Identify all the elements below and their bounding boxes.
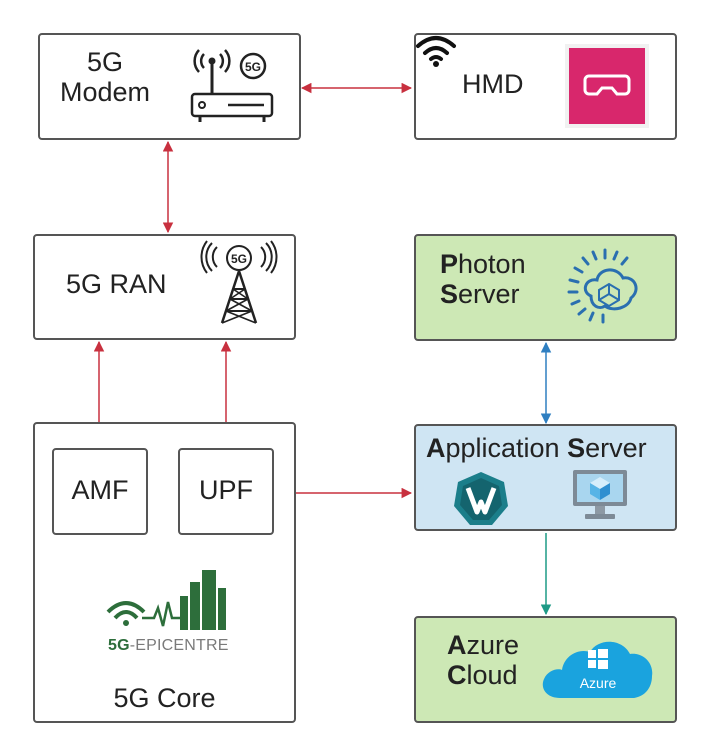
cell-tower-icon: 5G	[200, 240, 278, 324]
modem-5g-badge-text: 5G	[245, 60, 261, 74]
epicentre-logo-text: 5G-EPICENTRE	[108, 637, 229, 655]
epicentre-logo-light: -EPICENTRE	[129, 637, 229, 654]
photon-label-line2: Server	[440, 278, 520, 309]
amf-label: AMF	[71, 475, 129, 505]
appserver-box	[414, 424, 677, 531]
modem-label: 5G Modem	[60, 47, 151, 107]
router-icon: 5G	[190, 49, 274, 122]
wifi-icon	[416, 36, 456, 67]
ran-label: 5G RAN	[66, 269, 167, 299]
modem-label-line2: Modem	[60, 76, 151, 107]
amf-box	[52, 448, 148, 535]
upf-label: UPF	[199, 475, 253, 505]
azure-label-line1: Azure	[447, 630, 520, 660]
vr-headset-icon	[565, 44, 649, 128]
vuforia-icon	[454, 472, 508, 525]
modem-label-line1: 5G	[86, 47, 124, 77]
appserver-label: Application Server	[426, 433, 647, 463]
photon-box	[414, 234, 677, 341]
photon-unity-icon	[567, 248, 638, 324]
hmd-label: HMD	[462, 69, 524, 99]
ran-5g-badge-text: 5G	[231, 252, 247, 266]
epicentre-logo-graphic	[106, 570, 226, 630]
azure-cloud-icon: Azure	[542, 641, 653, 698]
ran-box	[33, 234, 296, 340]
modem-box	[38, 33, 301, 140]
azure-label-line2: Cloud	[447, 659, 518, 690]
azure-label: Azure Cloud	[447, 630, 520, 690]
virtual-machine-icon	[573, 470, 627, 519]
upf-box	[178, 448, 274, 535]
epicentre-logo-strong: 5G	[108, 637, 130, 654]
photon-label: Photon Server	[440, 249, 526, 309]
core-label: 5G Core	[113, 683, 216, 713]
photon-label-line1: Photon	[440, 249, 526, 279]
azure-cloud-text: Azure	[580, 675, 617, 691]
